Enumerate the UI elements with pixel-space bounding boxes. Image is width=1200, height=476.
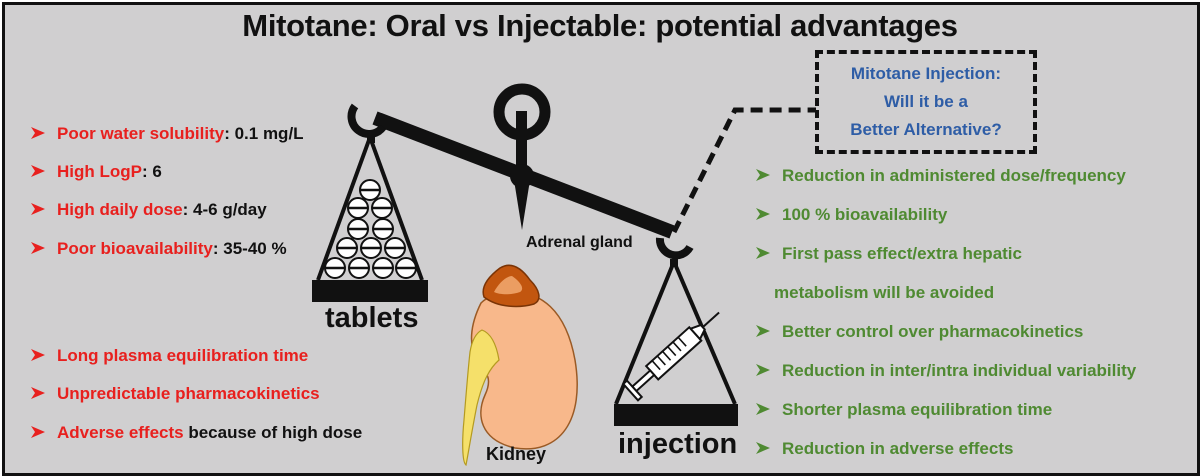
list-item: Reduction in administered dose/frequency <box>756 166 1126 186</box>
tablet-pill-icon <box>359 179 381 201</box>
tablet-pill-icon <box>372 257 394 279</box>
arrowhead-bullet-icon <box>756 364 770 376</box>
list-item: Poor water solubility: 0.1 mg/L <box>31 124 304 144</box>
arrowhead-bullet-icon <box>756 325 770 337</box>
arrowhead-bullet-icon <box>31 387 45 399</box>
tablet-pill-icon <box>347 218 369 240</box>
list-item: Reduction in inter/intra individual vari… <box>756 361 1136 381</box>
tablet-pill-icon <box>348 257 370 279</box>
tablets-label: tablets <box>325 302 419 334</box>
tablet-pill-icon <box>384 237 406 259</box>
tablet-pill-icon <box>372 218 394 240</box>
kidney-illustration <box>462 292 578 467</box>
callout-line-2: Will it be a <box>884 92 968 111</box>
arrowhead-bullet-icon <box>756 247 770 259</box>
callout-connector <box>671 107 816 234</box>
page-title: Mitotane: Oral vs Injectable: potential … <box>242 8 958 43</box>
callout-line-3: Better Alternative? <box>850 120 1002 139</box>
tablet-pill-icon <box>347 197 369 219</box>
arrowhead-bullet-icon <box>31 242 45 254</box>
list-item: 100 % bioavailability <box>756 205 947 225</box>
adrenal-gland-label: Adrenal gland <box>526 234 633 251</box>
tablet-pill-icons <box>324 179 417 279</box>
callout-line-1: Mitotane Injection: <box>850 64 1002 83</box>
tablets-pan <box>312 135 428 302</box>
arrowhead-bullet-icon <box>756 208 770 220</box>
tablet-pill-icon <box>371 197 393 219</box>
syringe-icon <box>621 311 720 402</box>
list-item: First pass effect/extra hepatic <box>756 244 1022 264</box>
arrowhead-bullet-icon <box>756 442 770 454</box>
arrowhead-bullet-icon <box>31 203 45 215</box>
tablet-pill-icon <box>395 257 417 279</box>
list-item: Unpredictable pharmacokinetics <box>31 384 320 404</box>
list-item: Better control over pharmacokinetics <box>756 322 1083 342</box>
arrowhead-bullet-icon <box>31 127 45 139</box>
list-item: Poor bioavailability: 35-40 % <box>31 239 287 259</box>
tablet-pill-icon <box>336 237 358 259</box>
arrowhead-bullet-icon <box>31 426 45 438</box>
injection-label: injection <box>618 428 738 460</box>
list-item: Long plasma equilibration time <box>31 346 308 366</box>
list-item: High daily dose: 4-6 g/day <box>31 200 267 220</box>
tablet-pill-icon <box>324 257 346 279</box>
adrenal-gland-illustration <box>482 264 540 308</box>
list-item: Shorter plasma equilibration time <box>756 400 1052 420</box>
balance-scale-icon <box>347 83 694 260</box>
list-item: Reduction in adverse effects <box>756 439 1013 459</box>
kidney-label: Kidney <box>486 444 547 464</box>
arrowhead-bullet-icon <box>756 169 770 181</box>
list-item: Adverse effects because of high dose <box>31 423 362 443</box>
list-item-continuation: metabolism will be avoided <box>774 283 995 302</box>
list-item: High LogP: 6 <box>31 162 162 182</box>
arrowhead-bullet-icon <box>31 349 45 361</box>
arrowhead-bullet-icon <box>756 403 770 415</box>
callout-box: Mitotane Injection: Will it be a Better … <box>815 50 1037 154</box>
tablet-pill-icon <box>360 237 382 259</box>
arrowhead-bullet-icon <box>31 165 45 177</box>
